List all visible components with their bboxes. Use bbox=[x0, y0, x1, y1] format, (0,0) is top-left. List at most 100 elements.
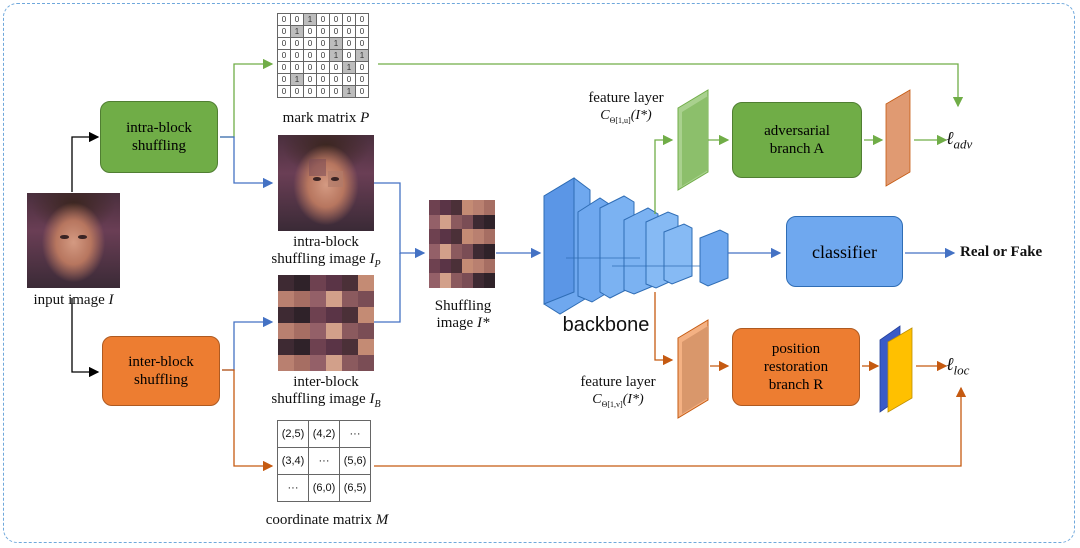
outer-dashed-frame bbox=[3, 3, 1075, 543]
position-line1: position bbox=[771, 341, 821, 357]
image-tile bbox=[473, 273, 484, 288]
image-tile bbox=[294, 307, 310, 323]
coordinate-matrix-cell: (6,0) bbox=[308, 474, 340, 502]
image-tile bbox=[473, 244, 484, 259]
image-tile bbox=[473, 229, 484, 244]
image-tile bbox=[342, 291, 358, 307]
image-tile bbox=[294, 323, 310, 339]
image-tile bbox=[451, 244, 462, 259]
image-tile bbox=[429, 258, 440, 274]
image-tile bbox=[462, 229, 473, 244]
image-tile bbox=[326, 291, 342, 307]
image-tile bbox=[342, 275, 358, 291]
arrow-mark-to-adv-loss bbox=[378, 63, 964, 108]
mark-matrix-cell: 1 bbox=[303, 13, 317, 26]
mark-matrix-cell: 0 bbox=[329, 73, 343, 86]
real-or-fake-label: Real or Fake bbox=[960, 244, 1043, 260]
mark-matrix-cell: 1 bbox=[290, 73, 304, 86]
mark-matrix-cell: 0 bbox=[290, 49, 304, 62]
mark-matrix-cell: 0 bbox=[290, 61, 304, 74]
image-tile bbox=[451, 214, 462, 230]
mark-matrix-cell: 0 bbox=[290, 85, 304, 98]
image-tile bbox=[310, 323, 326, 339]
position-output-slab bbox=[879, 325, 913, 413]
image-tile bbox=[278, 323, 294, 339]
image-tile bbox=[358, 275, 374, 291]
image-tile bbox=[451, 229, 462, 244]
image-tile bbox=[484, 200, 495, 215]
image-tile bbox=[310, 307, 326, 323]
coordinate-matrix-label: coordinate matrix M bbox=[265, 512, 389, 528]
image-tile bbox=[326, 355, 342, 371]
image-tile bbox=[462, 258, 473, 274]
coordinate-matrix-cell: (5,6) bbox=[339, 447, 371, 475]
mark-matrix-cell: 0 bbox=[342, 25, 356, 38]
mark-matrix-cell: 0 bbox=[316, 49, 330, 62]
adversarial-output-slab bbox=[885, 89, 911, 187]
image-tile bbox=[484, 273, 495, 288]
mark-matrix-cell: 0 bbox=[329, 13, 343, 26]
image-tile bbox=[358, 291, 374, 307]
image-tile bbox=[358, 355, 374, 371]
coordinate-matrix-row: ···(6,0)(6,5) bbox=[277, 474, 371, 502]
image-tile bbox=[342, 323, 358, 339]
mark-matrix-cell: 0 bbox=[277, 13, 291, 26]
mark-matrix-cell: 0 bbox=[316, 25, 330, 38]
image-tile bbox=[462, 214, 473, 230]
mark-matrix-cell: 1 bbox=[342, 85, 356, 98]
image-tile bbox=[278, 291, 294, 307]
image-tile bbox=[310, 355, 326, 371]
adversarial-line2: branch A bbox=[769, 141, 825, 157]
intra-block-shuffling-label: intra-block shuffling bbox=[126, 120, 192, 154]
mark-matrix-cell: 0 bbox=[277, 25, 291, 38]
image-tile bbox=[326, 339, 342, 355]
image-tile bbox=[440, 258, 451, 274]
arrow-intra-to-image bbox=[220, 136, 274, 189]
image-tile bbox=[278, 355, 294, 371]
image-tile bbox=[462, 200, 473, 215]
coordinate-matrix-cell: ··· bbox=[308, 447, 340, 475]
mark-matrix-cell: 0 bbox=[342, 73, 356, 86]
image-tile bbox=[358, 323, 374, 339]
feature-layer-bottom-slab bbox=[677, 319, 709, 419]
inter-block-shuffling-box: inter-block shuffling bbox=[102, 336, 220, 406]
image-tile bbox=[294, 339, 310, 355]
mark-matrix-cell: 0 bbox=[355, 13, 369, 26]
mark-matrix-cell: 0 bbox=[329, 25, 343, 38]
intra-block-shuffling-image bbox=[278, 135, 374, 231]
image-tile bbox=[473, 214, 484, 230]
mark-matrix-cell: 0 bbox=[303, 85, 317, 98]
mark-matrix-cell: 0 bbox=[277, 49, 291, 62]
mark-matrix-cell: 1 bbox=[342, 61, 356, 74]
arrow-input-to-intra bbox=[71, 131, 100, 192]
feature-layer-top-slab bbox=[677, 89, 709, 191]
inter-block-shuffling-image bbox=[278, 275, 374, 371]
mark-matrix-cell: 0 bbox=[329, 85, 343, 98]
position-line2: restoration bbox=[763, 359, 829, 375]
image-tile bbox=[294, 291, 310, 307]
coordinate-matrix-cell: (4,2) bbox=[308, 420, 340, 448]
mark-matrix-cell: 0 bbox=[277, 85, 291, 98]
mark-matrix-cell: 0 bbox=[277, 61, 291, 74]
mark-matrix-cell: 0 bbox=[316, 37, 330, 50]
loss-adv-label: ℓadv bbox=[946, 128, 973, 152]
mark-matrix-cell: 0 bbox=[355, 25, 369, 38]
image-tile bbox=[310, 275, 326, 291]
image-tile bbox=[484, 229, 495, 244]
coordinate-matrix-cell: ··· bbox=[339, 420, 371, 448]
image-tile bbox=[310, 291, 326, 307]
mark-matrix-cell: 0 bbox=[316, 85, 330, 98]
adversarial-line1: adversarial bbox=[764, 123, 830, 139]
image-tile bbox=[451, 258, 462, 274]
image-tile bbox=[473, 200, 484, 215]
mark-matrix-cell: 0 bbox=[277, 37, 291, 50]
mark-matrix-cell: 1 bbox=[290, 25, 304, 38]
mark-matrix-cell: 0 bbox=[277, 73, 291, 86]
coordinate-matrix-cell: (2,5) bbox=[277, 420, 309, 448]
inter-block-shuffling-label: inter-block shuffling bbox=[128, 354, 194, 388]
